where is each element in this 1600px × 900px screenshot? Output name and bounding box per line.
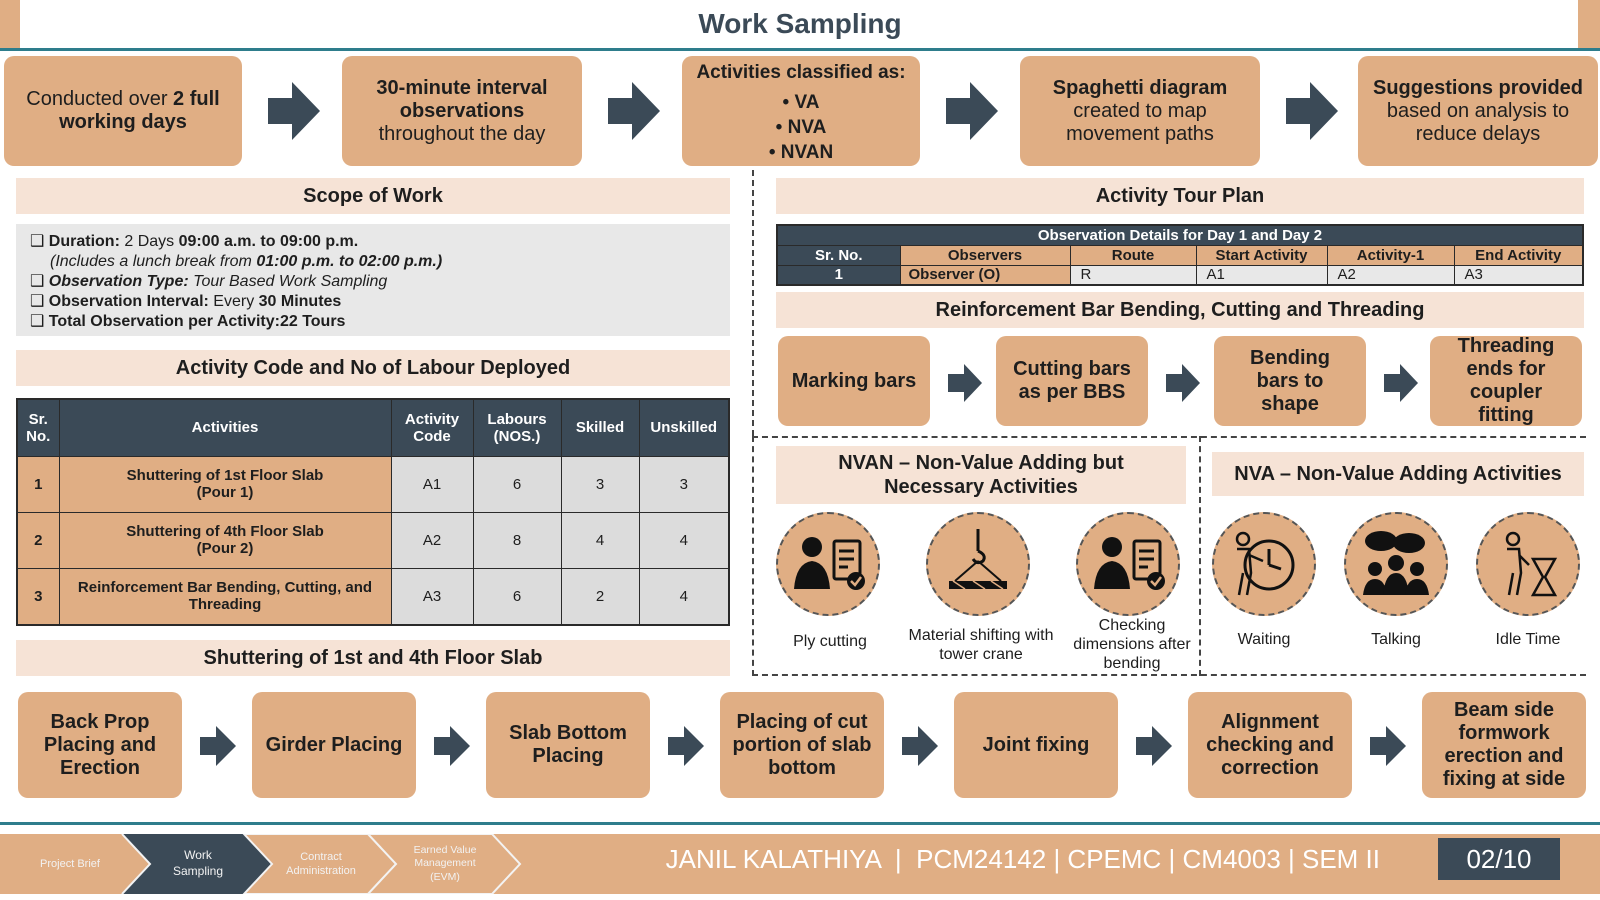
shuttering-step-4: Placing of cut portion of slab bottom [720,692,884,798]
arrow-right-icon [200,726,236,766]
arrow-right-icon [434,726,470,766]
arrow-right-icon [668,726,704,766]
col-sr: Sr. No. [16,398,60,457]
col-unskilled: Unskilled [638,398,730,457]
scope-total: ❑ Total Observation per Activity:22 Tour… [30,313,346,330]
shuttering-step-6: Alignment checking and correction [1188,692,1352,798]
labour-heading: Activity Code and No of Labour Deployed [16,350,730,386]
shuttering-heading: Shuttering of 1st and 4th Floor Slab [16,640,730,676]
tour-heading: Activity Tour Plan [776,178,1584,214]
scope-panel: ❑ Duration: 2 Days 09:00 a.m. to 09:00 p… [16,224,730,336]
flow-step-days: Conducted over 2 full working days [4,56,242,166]
observation-table-title: Observation Details for Day 1 and Day 2 [776,224,1584,246]
arrow-right-icon [268,82,320,140]
footer-rule [0,822,1600,825]
footer-author: JANIL KALATHIYA | PCM24142 | CPEMC | CM4… [665,844,1380,874]
table-row: 1 Observer (O) R A1 A2 A3 [776,264,1584,286]
col-activities: Activities [58,398,392,457]
nav-tab-contract-administration[interactable]: Contract Administration [286,850,356,877]
page-title: Work Sampling [698,8,902,39]
nvan-label-checking: Checking dimensions after bending [1073,617,1191,673]
flow-step-classification: Activities classified as: • VA • NVA • N… [682,56,920,166]
observation-table: Observation Details for Day 1 and Day 2 … [776,224,1584,286]
clock-waiting-icon [1212,512,1316,616]
nav-tab-project-brief[interactable]: Project Brief [40,857,100,870]
arrow-right-icon [1286,82,1338,140]
crane-hook-icon [926,512,1030,616]
shuttering-step-3: Slab Bottom Placing [486,692,650,798]
nvan-label-ply: Ply cutting [793,633,867,650]
scope-lunch: (Includes a lunch break from 01:00 p.m. … [50,253,443,270]
labour-table: Sr. No. Activities Activity Code Labours… [16,398,730,626]
nva-heading: NVA – Non-Value Adding Activities [1212,452,1584,496]
col-code: Activity Code [390,398,474,457]
divider-dashed-box [752,436,1586,676]
footer-nav-shapes [0,834,522,894]
scope-duration: ❑ Duration: 2 Days 09:00 a.m. to 09:00 p… [30,233,359,250]
arrow-right-icon [1384,364,1418,402]
arrow-right-icon [1136,726,1172,766]
nva-label-waiting: Waiting [1237,631,1291,648]
page-number: 02/10 [1438,838,1560,880]
table-row: 3 Reinforcement Bar Bending, Cutting, an… [16,567,730,626]
nvan-label-crane: Material shifting with tower crane [908,627,1054,664]
worker-checklist-icon [1076,512,1180,616]
nvan-heading: NVAN – Non-Value Adding but Necessary Ac… [776,446,1186,504]
arrow-right-icon [946,82,998,140]
scope-type: ❑ Observation Type: Tour Based Work Samp… [30,273,388,290]
title-rule [0,48,1600,51]
nva-label-talking: Talking [1371,631,1421,648]
nav-tab-evm[interactable]: Earned Value Management (EVM) [413,843,477,883]
rebar-step-bending: Bending bars to shape [1214,336,1366,426]
shuttering-step-1: Back Prop Placing and Erection [18,692,182,798]
arrow-right-icon [608,82,660,140]
rebar-step-threading: Threading ends for coupler fitting [1430,335,1582,426]
rebar-step-marking: Marking bars [778,336,930,426]
rebar-step-cutting: Cutting bars as per BBS [996,336,1148,426]
arrow-right-icon [902,726,938,766]
col-skilled: Skilled [560,398,640,457]
nva-label-idle: Idle Time [1495,631,1561,648]
title-left-accent [0,0,20,48]
shuttering-step-7: Beam side formwork erection and fixing a… [1422,692,1586,798]
hourglass-idle-icon [1476,512,1580,616]
divider-vertical [752,170,754,436]
nav-tab-work-sampling[interactable]: Work Sampling [172,848,224,878]
col-labours: Labours (NOS.) [472,398,562,457]
shuttering-step-5: Joint fixing [954,692,1118,798]
title-right-accent [1578,0,1600,48]
rebar-heading: Reinforcement Bar Bending, Cutting and T… [776,292,1584,328]
scope-interval: ❑ Observation Interval: Every 30 Minutes [30,293,342,310]
people-talking-icon [1344,512,1448,616]
worker-checklist-icon [776,512,880,616]
scope-heading: Scope of Work [16,178,730,214]
arrow-right-icon [1370,726,1406,766]
divider-vertical-inner [1199,436,1201,676]
table-row: 2 Shuttering of 4th Floor Slab (Pour 2) … [16,511,730,569]
table-row: 1 Shuttering of 1st Floor Slab (Pour 1) … [16,455,730,513]
arrow-right-icon [948,364,982,402]
arrow-right-icon [1166,364,1200,402]
shuttering-step-2: Girder Placing [252,692,416,798]
